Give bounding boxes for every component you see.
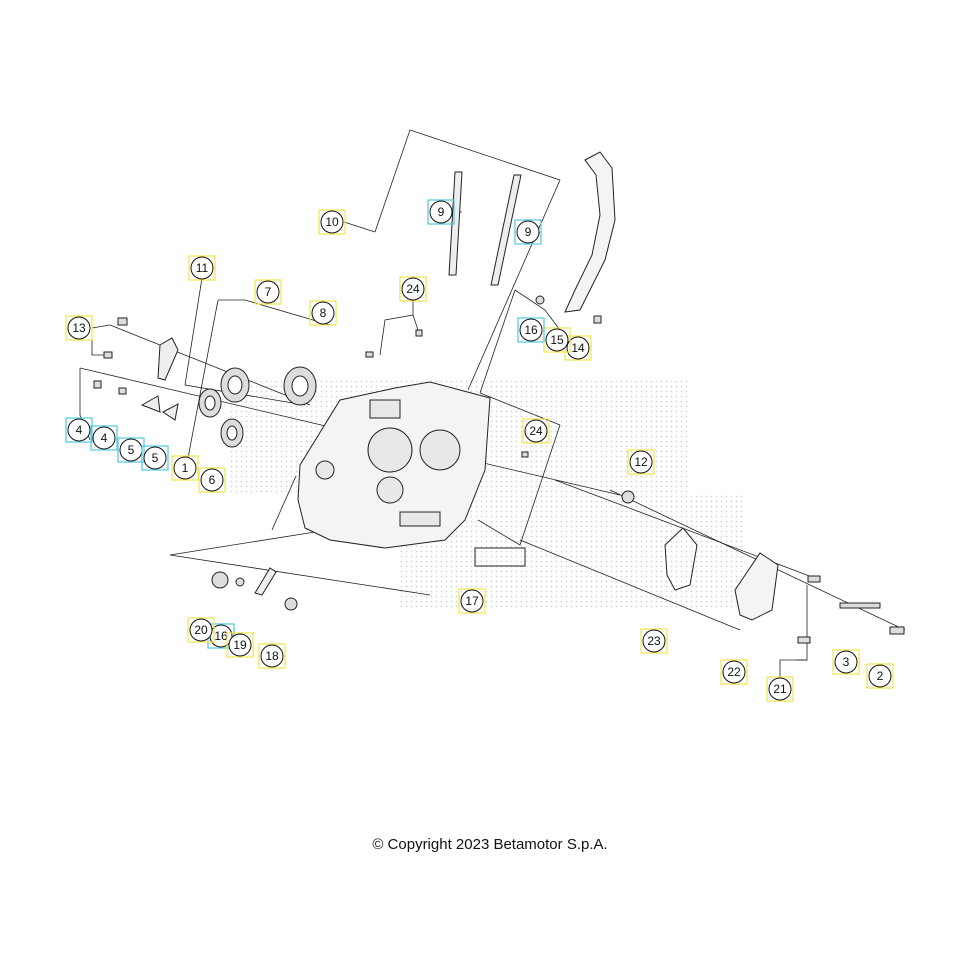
- callout-22: 22: [720, 659, 748, 685]
- callout-6: 6: [198, 467, 226, 493]
- callout-3: 3: [832, 649, 860, 675]
- callout-accent-frame: [226, 632, 254, 658]
- callout-accent-frame: [627, 449, 655, 475]
- callout-accent-frame: [198, 467, 226, 493]
- callout-label: 13: [72, 321, 86, 335]
- callout-accent-frame: [514, 219, 542, 245]
- callout-label: 9: [525, 225, 532, 239]
- copyright-notice: © Copyright 2023 Betamotor S.p.A.: [372, 836, 608, 853]
- callout-15: 15: [543, 327, 571, 353]
- callout-accent-frame: [517, 317, 545, 343]
- callout-label: 10: [325, 215, 339, 229]
- callout-label: 14: [571, 341, 585, 355]
- callout-label: 8: [320, 306, 327, 320]
- callout-label: 3: [843, 655, 850, 669]
- callout-accent-frame: [187, 617, 215, 643]
- callout-accent-frame: [188, 255, 216, 281]
- callout-accent-frame: [65, 417, 93, 443]
- callout-accent-frame: [117, 437, 145, 463]
- callout-8: 8: [309, 300, 337, 326]
- callout-24b: 24: [522, 418, 550, 444]
- callout-10: 10: [318, 209, 346, 235]
- callout-18: 18: [258, 643, 286, 669]
- callout-4a: 4: [65, 417, 93, 443]
- callouts: 1 2 3 4 4 5 5 6 7 8 9 9 10 11 12 13 14 1…: [65, 199, 894, 702]
- callout-accent-frame: [866, 663, 894, 689]
- small-parts: [93, 295, 905, 644]
- callout-20: 20: [187, 617, 215, 643]
- callout-accent-frame: [254, 279, 282, 305]
- callout-13: 13: [65, 315, 93, 341]
- callout-label: 4: [76, 423, 83, 437]
- callout-label: 15: [550, 333, 564, 347]
- callout-accent-frame: [141, 445, 169, 471]
- seal-6: [220, 418, 244, 448]
- callout-2: 2: [866, 663, 894, 689]
- callout-accent-frame: [258, 643, 286, 669]
- callout-label: 16: [214, 629, 228, 643]
- callout-label: 7: [265, 285, 272, 299]
- callout-accent-frame: [90, 425, 118, 451]
- callout-label: 2: [877, 669, 884, 683]
- callout-1: 1: [171, 455, 199, 481]
- callout-5a: 5: [117, 437, 145, 463]
- chain-guide: [564, 151, 616, 313]
- callout-accent-frame: [427, 199, 455, 225]
- callout-label: 20: [194, 623, 208, 637]
- callout-label: 22: [727, 665, 741, 679]
- callout-24a: 24: [399, 276, 427, 302]
- callout-16a: 16: [517, 317, 545, 343]
- callout-label: 24: [406, 282, 420, 296]
- callout-label: 18: [265, 649, 279, 663]
- callout-label: 1: [182, 461, 189, 475]
- bearing-7: [220, 367, 250, 403]
- callout-label: 17: [465, 594, 479, 608]
- callout-label: 6: [209, 473, 216, 487]
- callout-accent-frame: [766, 676, 794, 702]
- callout-label: 24: [529, 424, 543, 438]
- callout-14: 14: [564, 335, 592, 361]
- callout-label: 5: [128, 443, 135, 457]
- callout-19: 19: [226, 632, 254, 658]
- callout-label: 23: [647, 634, 661, 648]
- callout-12: 12: [627, 449, 655, 475]
- callout-accent-frame: [171, 455, 199, 481]
- bearing-8: [283, 366, 317, 406]
- callout-accent-frame: [399, 276, 427, 302]
- callout-accent-frame: [640, 628, 668, 654]
- callout-label: 11: [196, 261, 209, 275]
- callout-accent-frame: [318, 209, 346, 235]
- callout-accent-frame: [309, 300, 337, 326]
- callout-accent-frame: [720, 659, 748, 685]
- crankcase-half: [297, 381, 491, 549]
- callout-accent-frame: [458, 588, 486, 614]
- callout-label: 5: [152, 451, 159, 465]
- callout-accent-frame: [65, 315, 93, 341]
- callout-label: 19: [233, 638, 247, 652]
- callout-label: 9: [438, 205, 445, 219]
- callout-label: 12: [634, 455, 648, 469]
- callout-23: 23: [640, 628, 668, 654]
- callout-9b: 9: [514, 219, 542, 245]
- callout-7: 7: [254, 279, 282, 305]
- callout-label: 16: [524, 323, 538, 337]
- bearing-1: [198, 388, 222, 418]
- callout-9a: 9: [427, 199, 455, 225]
- callout-21: 21: [766, 676, 794, 702]
- callout-label: 21: [773, 682, 787, 696]
- callout-accent-frame: [832, 649, 860, 675]
- stud-9-left: [448, 171, 463, 276]
- callout-5b: 5: [141, 445, 169, 471]
- callout-label: 4: [101, 431, 108, 445]
- callout-accent-frame: [522, 418, 550, 444]
- callout-11: 11: [188, 255, 216, 281]
- stud-9-right: [490, 174, 522, 286]
- callout-17: 17: [458, 588, 486, 614]
- callout-4b: 4: [90, 425, 118, 451]
